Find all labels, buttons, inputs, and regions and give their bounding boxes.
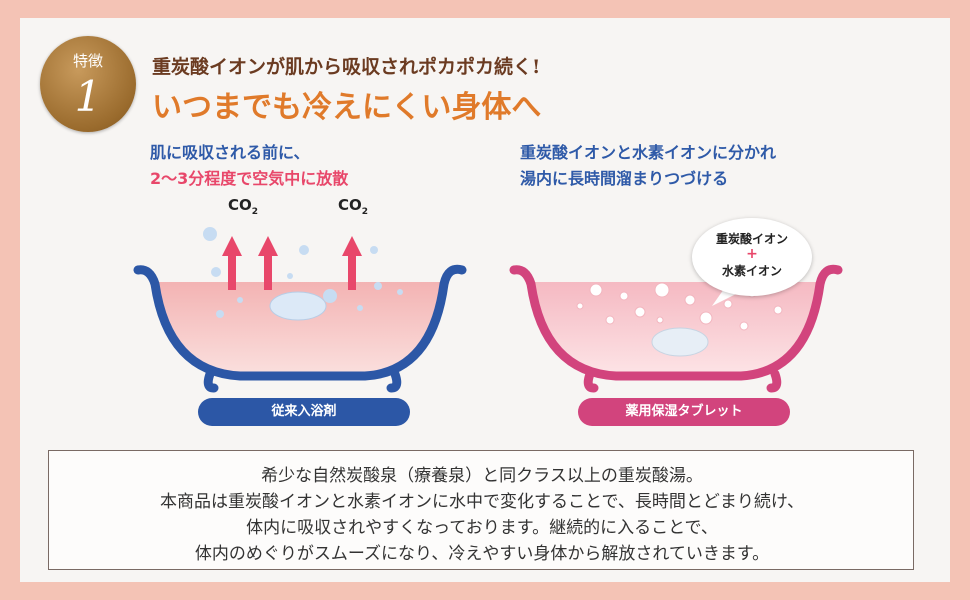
left-caption: 肌に吸収される前に、 2〜3分程度で空気中に放散 [150,140,348,192]
page-title: いつまでも冷えにくい身体へ [152,90,542,125]
description-box: 希少な自然炭酸泉（療養泉）と同クラス以上の重炭酸湯。 本商品は重炭酸イオンと水素… [48,450,914,570]
left-bathtub [133,264,467,393]
callout-line1: 重炭酸イオン [715,232,788,246]
right-bubbles [576,278,783,331]
right-caption-line2: 湯内に長時間溜まりつづける [520,169,729,188]
co2-label: CO2 [228,196,259,217]
description-line: 希少な自然炭酸泉（療養泉）と同クラス以上の重炭酸湯。 [261,466,703,486]
left-bubbles [203,227,403,318]
co2-label: CO2 [338,196,369,217]
right-bathtub [509,264,843,393]
description-line: 体内のめぐりがスムーズになり、冷えやすい身体から解放されていきます。 [194,544,770,564]
right-label-pill: 薬用保湿タブレット [578,398,790,426]
co2-arrows [222,236,362,290]
description-line: 体内に吸収されやすくなっております。継続的に入ることで、 [246,518,718,538]
left-label-pill: 従来入浴剤 [198,398,410,426]
ion-callout: 重炭酸イオン + 水素イオン [692,218,812,296]
right-caption-line1: 重炭酸イオンと水素イオンに分かれ [520,143,777,162]
badge-label: 特徴 [72,52,103,70]
right-caption: 重炭酸イオンと水素イオンに分かれ 湯内に長時間溜まりつづける [520,140,776,192]
description-line: 本商品は重炭酸イオンと水素イオンに水中で変化することで、長時間とどまり続け、 [160,492,804,512]
left-caption-line1: 肌に吸収される前に、 [150,143,310,162]
left-caption-line2: 2〜3分程度で空気中に放散 [150,169,349,188]
subtitle: 重炭酸イオンが肌から吸収されポカポカ続く! [152,56,541,78]
feature-badge: 特徴 1 [40,36,136,132]
badge-number: 1 [74,72,102,121]
callout-line2: 水素イオン [721,264,782,278]
callout-plus: + [746,246,758,262]
